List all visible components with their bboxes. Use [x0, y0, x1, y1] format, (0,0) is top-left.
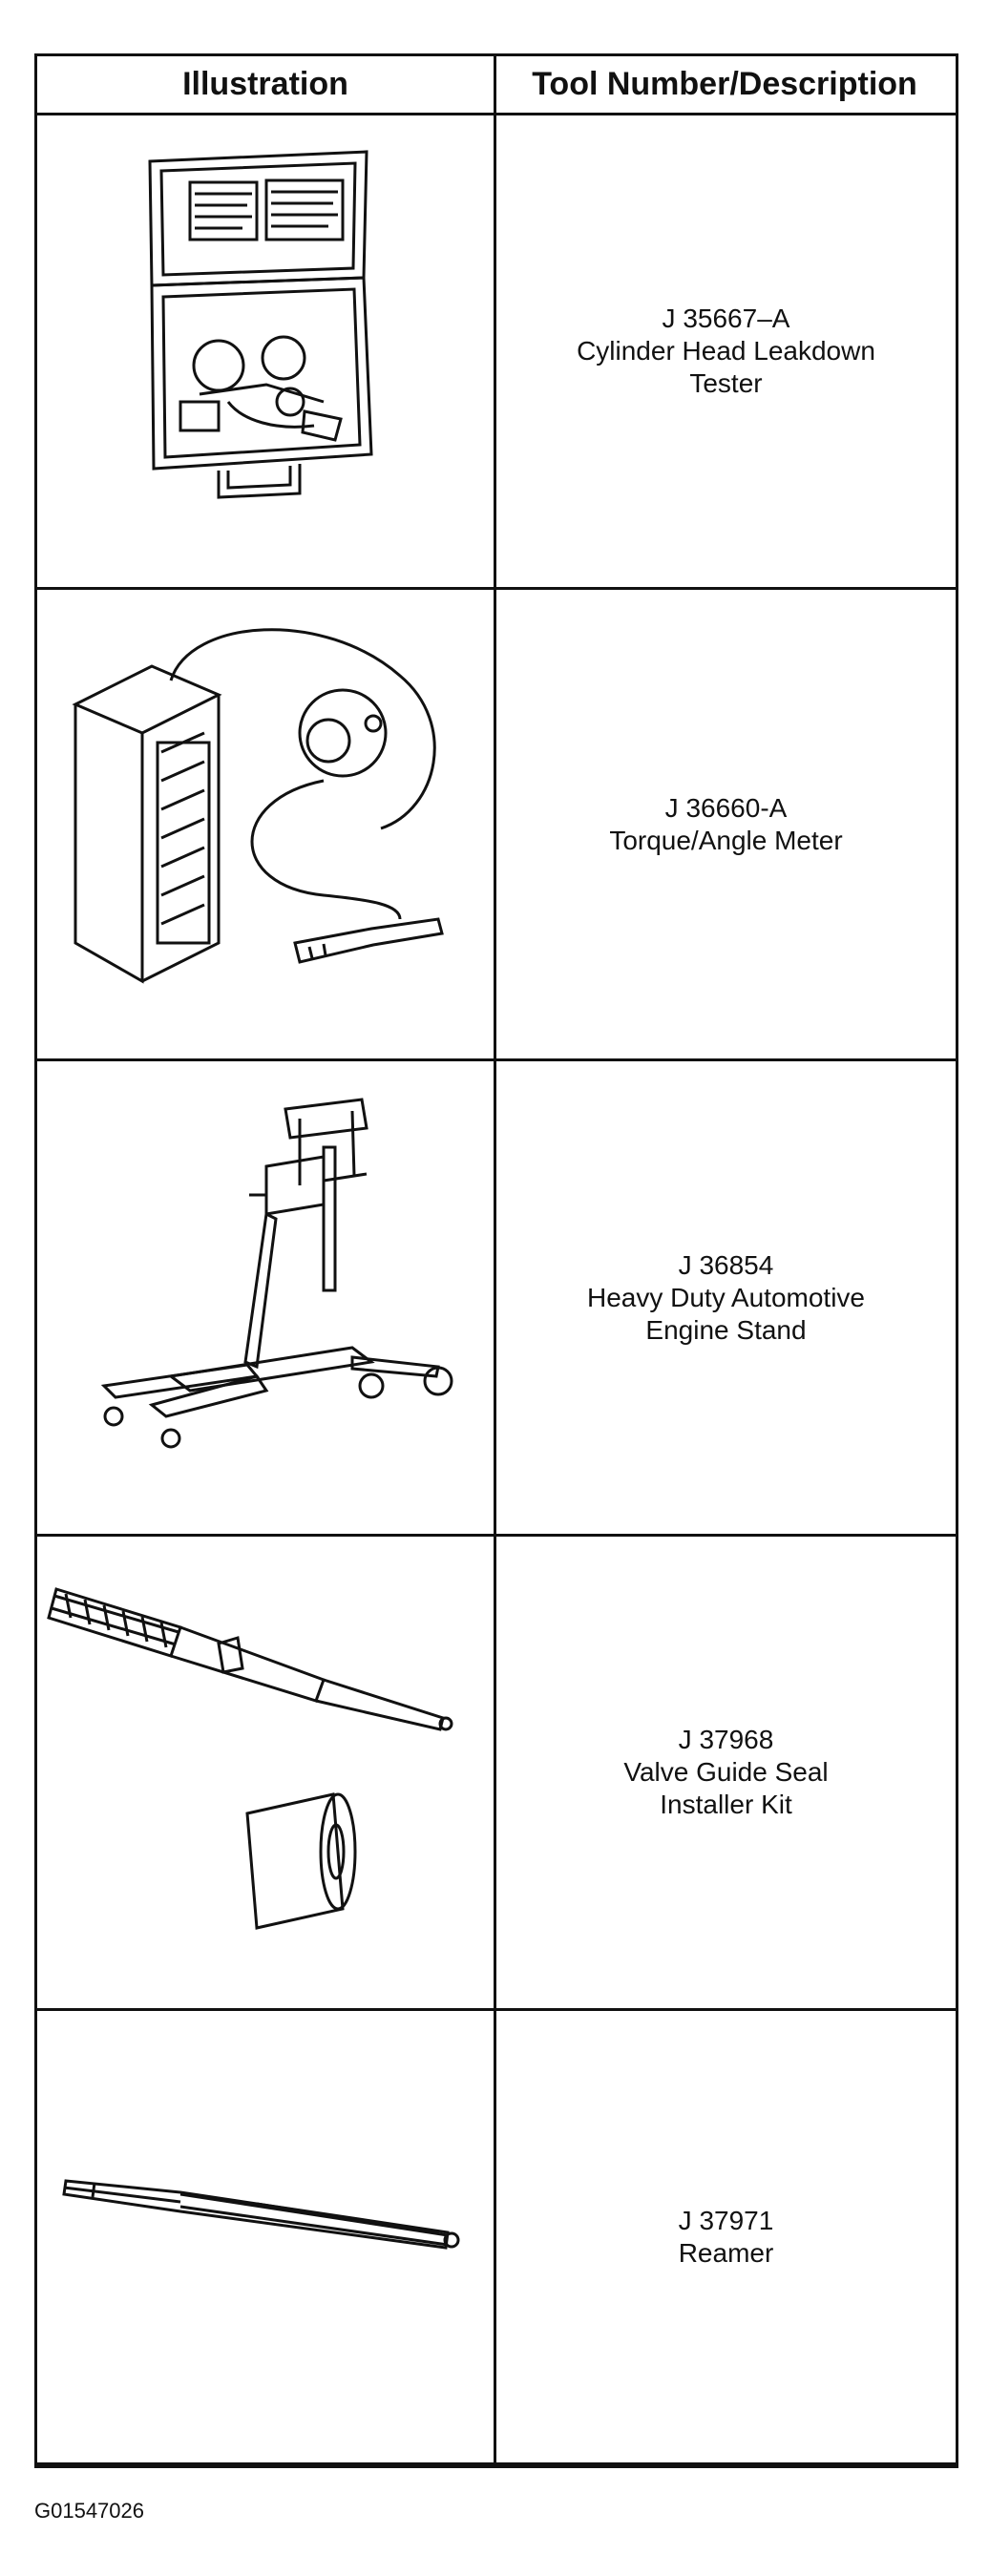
engine-stand-icon [37, 1061, 494, 1534]
tool-description-cell: J 37971 Reamer [496, 2011, 956, 2462]
tool-description-cell: J 36660-A Torque/Angle Meter [496, 590, 956, 1058]
seal-installer-icon [37, 1537, 494, 2008]
tool-name: Torque/Angle Meter [609, 825, 843, 855]
table-row: J 36660-A Torque/Angle Meter [37, 590, 956, 1061]
tool-description-cell: J 37968 Valve Guide Seal Installer Kit [496, 1537, 956, 2008]
special-tools-table: Illustration Tool Number/Description [34, 53, 958, 2468]
tool-description-cell: J 35667–A Cylinder Head Leakdown Tester [496, 115, 956, 587]
tool-name: Cylinder Head Leakdown Tester [577, 336, 875, 398]
tool-description-cell: J 36854 Heavy Duty Automotive Engine Sta… [496, 1061, 956, 1534]
torque-angle-meter-icon [37, 590, 494, 1058]
illustration-column-header: Illustration [182, 66, 348, 102]
figure-id: G01547026 [34, 2499, 144, 2523]
table-row: J 37971 Reamer [37, 2011, 956, 2465]
tool-name: Valve Guide Seal Installer Kit [623, 1757, 829, 1819]
tool-number: J 37968 [678, 1725, 774, 1754]
table-row: J 36854 Heavy Duty Automotive Engine Sta… [37, 1061, 956, 1537]
table-row: J 37968 Valve Guide Seal Installer Kit [37, 1537, 956, 2011]
reamer-icon [37, 2011, 494, 2462]
leakdown-tester-case-icon [37, 115, 494, 587]
tool-number: J 36854 [678, 1249, 774, 1280]
tool-number: J 36660-A [664, 792, 788, 823]
table-header: Illustration Tool Number/Description [37, 56, 956, 115]
table-row: J 35667–A Cylinder Head Leakdown Tester [37, 115, 956, 590]
tool-number: J 37971 [678, 2205, 774, 2235]
tool-name: Heavy Duty Automotive Engine Stand [586, 1282, 866, 1345]
tool-number: J 35667–A [662, 304, 790, 333]
tool-name: Reamer [678, 2237, 774, 2268]
tool-column-header: Tool Number/Description [532, 66, 917, 102]
column-divider [494, 56, 496, 2465]
